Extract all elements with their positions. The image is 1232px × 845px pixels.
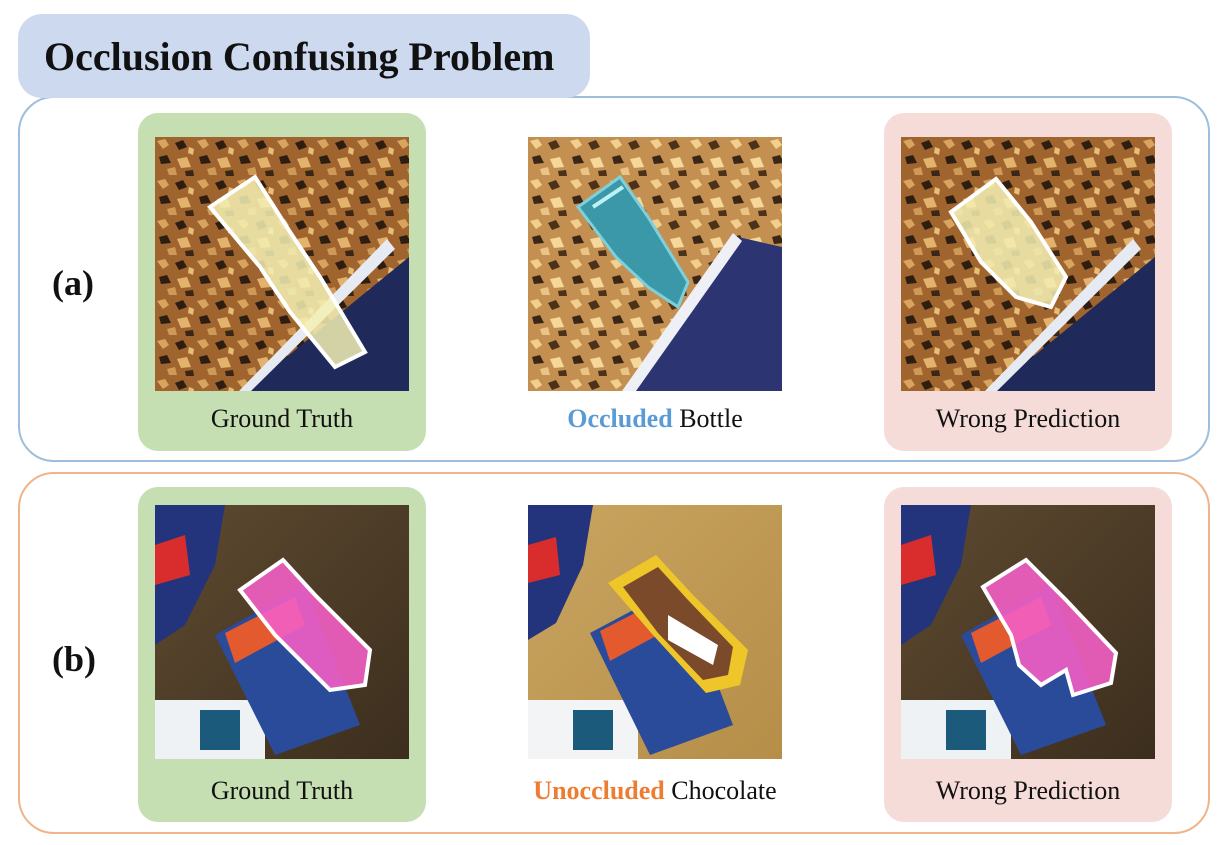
row-b-unoccluded-caption: Unoccluded Chocolate — [508, 776, 802, 806]
row-a-wrong-prediction-caption: Wrong Prediction — [935, 404, 1121, 433]
cork-board-occluded-bottle-image — [528, 137, 782, 391]
cork-board-bottle-ground-truth-image — [155, 137, 409, 391]
row-b-label: (b) — [52, 639, 96, 679]
unoccluded-caption-rest: Chocolate — [664, 776, 777, 805]
row-b-wrong-prediction-caption: Wrong Prediction — [935, 776, 1121, 805]
chocolate-bar-ground-truth-image — [155, 505, 409, 759]
occluded-caption-rest: Bottle — [672, 404, 743, 433]
unoccluded-chocolate-bar-image — [528, 505, 782, 759]
row-a-label: (a) — [52, 263, 94, 303]
chocolate-bar-wrong-prediction-image — [901, 505, 1155, 759]
unoccluded-highlight: Unoccluded — [533, 776, 665, 805]
row-a-occluded-caption: Occluded Bottle — [528, 404, 782, 434]
cork-board-bottle-wrong-prediction-image — [901, 137, 1155, 391]
occluded-highlight: Occluded — [567, 404, 673, 433]
row-b-ground-truth-caption: Ground Truth — [210, 776, 354, 805]
row-a-ground-truth-caption: Ground Truth — [210, 404, 354, 433]
figure-title: Occlusion Confusing Problem — [18, 14, 590, 98]
